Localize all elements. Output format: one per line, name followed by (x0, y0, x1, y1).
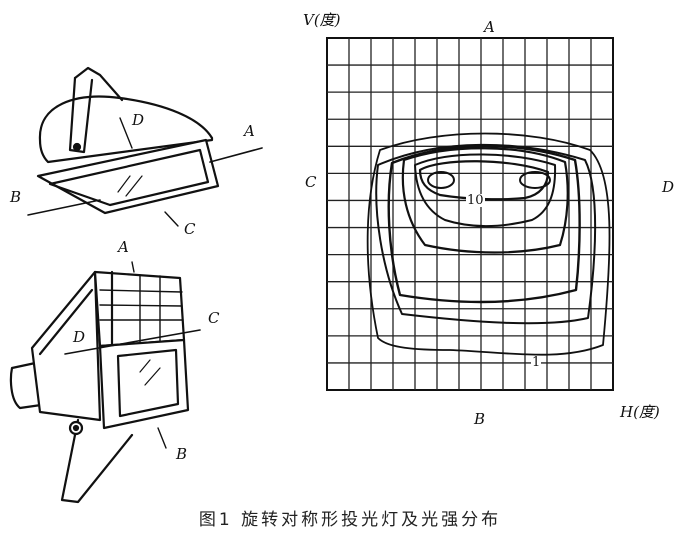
grid-lines (327, 38, 613, 390)
axis-v-label: V(度) (303, 11, 341, 29)
contour-hotspot-right (519, 171, 551, 189)
intensity-grid (326, 37, 614, 391)
bottom-lamp-label-c: C (208, 309, 220, 327)
plot-label-c: C (305, 173, 317, 191)
contour-fifth (414, 153, 557, 227)
top-lamp-label-a: A (244, 122, 255, 140)
plot-label-d: D (662, 178, 675, 196)
floodlight-side-illustration (9, 261, 201, 504)
intensity-contours (366, 132, 611, 356)
contour-third (387, 144, 581, 304)
contour-fourth (401, 147, 569, 254)
contour-outermost (366, 132, 611, 356)
bottom-lamp-label-a: A (118, 238, 129, 256)
contour-label-1: 1 (531, 355, 542, 370)
bottom-lamp-label-d: D (73, 328, 86, 346)
plot-label-a: A (484, 18, 495, 36)
top-lamp-label-c: C (184, 220, 196, 238)
bottom-lamp-label-b: B (176, 445, 188, 463)
contour-inner-peak (418, 160, 550, 201)
contour-label-10: 10 (466, 193, 485, 208)
axis-h-label: H(度) (620, 403, 660, 421)
top-lamp-label-d: D (132, 111, 145, 129)
figure-caption: 图1 旋转对称形投光灯及光强分布 (198, 510, 502, 530)
floodlight-top-illustration (27, 66, 263, 227)
plot-label-b: B (474, 410, 486, 428)
grid-frame (326, 37, 614, 391)
contour-hotspot-left (427, 171, 455, 189)
top-lamp-label-b: B (10, 188, 22, 206)
